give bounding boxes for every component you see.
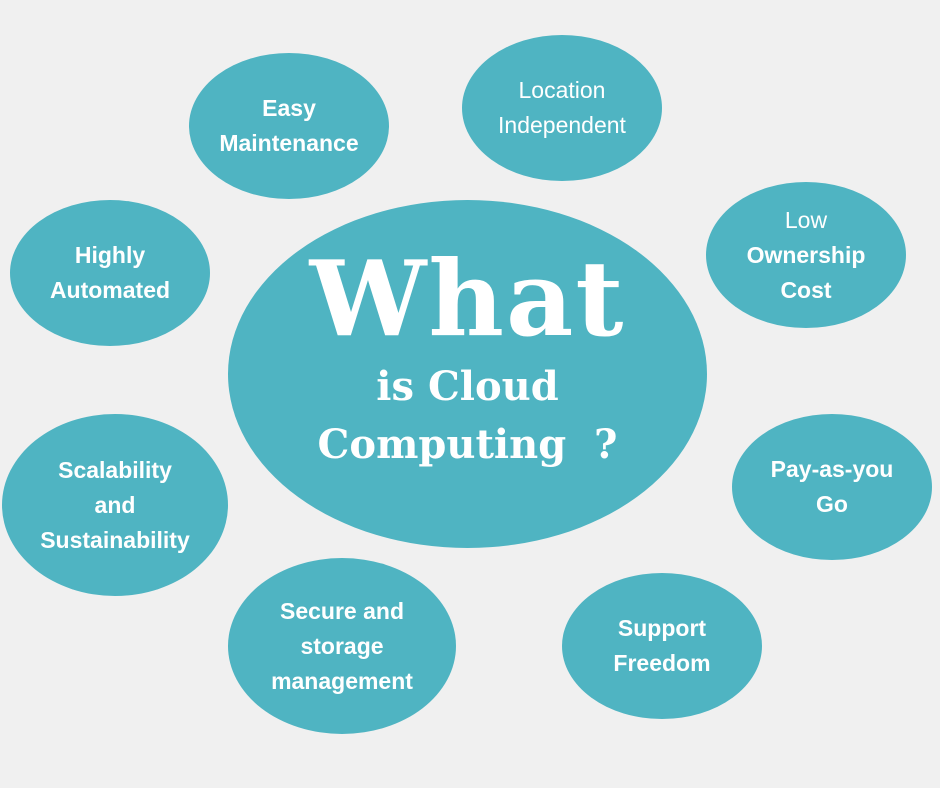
bubble-highly-automated: Highly Automated bbox=[10, 200, 210, 346]
bubble-text: Sustainability bbox=[40, 526, 190, 553]
bubble-easy-maintenance: Easy Maintenance bbox=[189, 53, 389, 199]
bubble-location-independent: Location Independent bbox=[462, 35, 662, 181]
bubble-text: Highly bbox=[74, 242, 146, 268]
bubble-text: Automated bbox=[49, 277, 171, 303]
bubble-text: Easy bbox=[262, 95, 316, 121]
bubble-text: Ownership bbox=[746, 241, 866, 268]
title-is-cloud: is Cloud bbox=[376, 363, 559, 410]
bubble-pay-as-you-go: Pay-as-you Go bbox=[732, 414, 932, 560]
central-title-bubble: What is Cloud Computing ? bbox=[228, 200, 707, 548]
bubble-text: Pay-as-you bbox=[770, 456, 894, 482]
bubble-text: storage bbox=[300, 632, 384, 659]
bubble-low-ownership-cost: Low Ownership Cost bbox=[706, 182, 906, 328]
bubble-text: Freedom bbox=[613, 650, 711, 676]
bubble-text: Secure and bbox=[280, 597, 404, 624]
bubble-text: and bbox=[94, 491, 136, 518]
bubble-text: Maintenance bbox=[219, 130, 359, 156]
bubble-text: Independent bbox=[498, 112, 626, 138]
bubble-text: management bbox=[271, 667, 413, 694]
bubble-secure-storage: Secure and storage management bbox=[228, 558, 456, 734]
bubble-text: Location bbox=[518, 77, 606, 103]
bubble-text: Low bbox=[784, 206, 828, 233]
title-what: What bbox=[309, 237, 626, 360]
bubble-text: Cost bbox=[780, 276, 832, 303]
bubble-text: Go bbox=[816, 491, 848, 517]
title-computing: Computing ? bbox=[317, 421, 618, 468]
bubble-scalability: Scalability and Sustainability bbox=[2, 414, 228, 596]
bubble-support-freedom: Support Freedom bbox=[562, 573, 762, 719]
bubble-text: Scalability bbox=[58, 456, 172, 483]
bubble-text: Support bbox=[617, 615, 707, 641]
